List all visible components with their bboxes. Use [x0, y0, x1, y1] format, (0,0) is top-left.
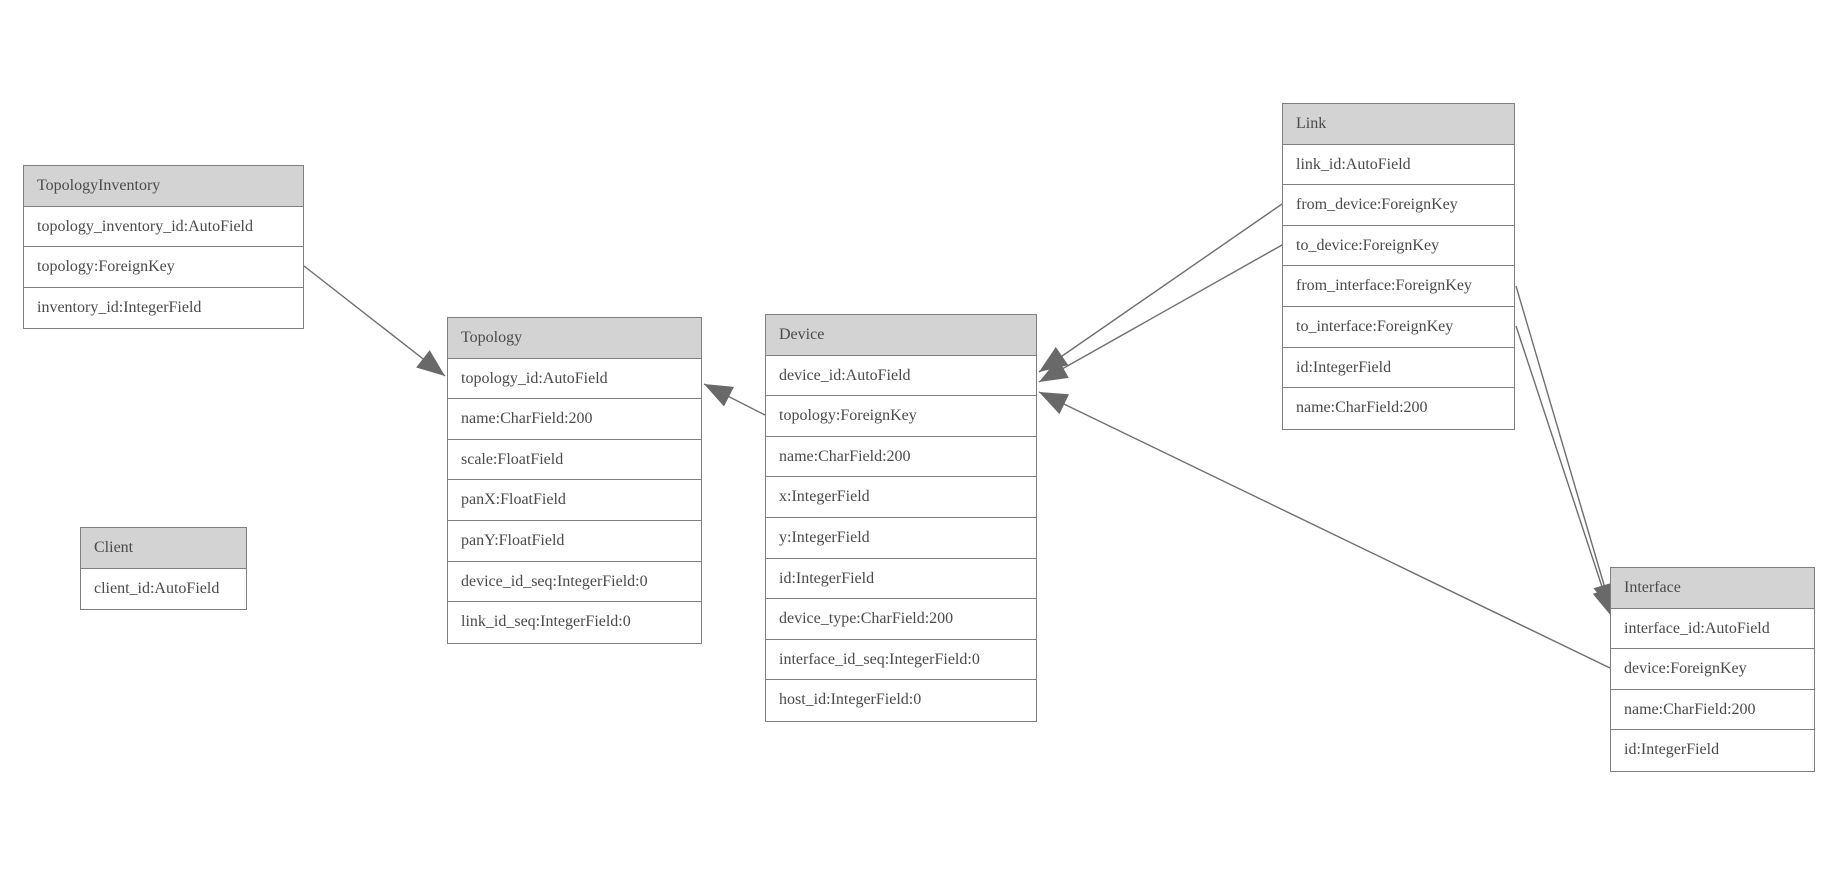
relationship-arrow-link-to_interface-to-interface-interface_id [1515, 325, 1614, 618]
entity-field-topologyinventory-topology_inventory_id: topology_inventory_id:AutoField [24, 206, 303, 248]
entity-field-topology-device_id_seq: device_id_seq:IntegerField:0 [448, 561, 701, 603]
entity-title-topologyinventory: TopologyInventory [24, 166, 303, 207]
relationship-arrow-link-from_device-to-device-device_id [1038, 203, 1283, 373]
entity-field-topologyinventory-topology: topology:ForeignKey [24, 247, 303, 288]
entity-field-device-y: y:IntegerField [766, 517, 1036, 559]
entity-title-client: Client [81, 528, 246, 569]
entity-field-interface-name: name:CharField:200 [1611, 689, 1814, 731]
entity-field-topology-scale: scale:FloatField [448, 439, 701, 481]
entity-field-device-host_id: host_id:IntegerField:0 [766, 680, 1036, 721]
entity-field-link-id: id:IntegerField [1283, 347, 1514, 389]
entity-field-device-name: name:CharField:200 [766, 436, 1036, 478]
entity-field-device-interface_id_seq: interface_id_seq:IntegerField:0 [766, 639, 1036, 681]
relationship-arrow-interface-device-to-device-device_id [1038, 391, 1611, 669]
entity-field-interface-interface_id: interface_id:AutoField [1611, 608, 1814, 650]
relationship-arrow-link-from_interface-to-interface-interface_id [1515, 285, 1615, 613]
entity-field-link-name: name:CharField:200 [1283, 388, 1514, 429]
entity-field-device-device_type: device_type:CharField:200 [766, 599, 1036, 640]
entity-field-device-x: x:IntegerField [766, 477, 1036, 518]
entity-field-device-id: id:IntegerField [766, 558, 1036, 600]
entity-title-topology: Topology [448, 318, 701, 359]
relationship-arrow-device-topology-to-topology-topology_id [703, 383, 766, 416]
entity-field-link-to_device: to_device:ForeignKey [1283, 225, 1514, 267]
entity-field-link-to_interface: to_interface:ForeignKey [1283, 306, 1514, 348]
entity-field-topologyinventory-inventory_id: inventory_id:IntegerField [24, 287, 303, 329]
entity-field-device-device_id: device_id:AutoField [766, 355, 1036, 397]
relationship-arrow-topologyinventory-topology-to-topology-topology_id [303, 265, 446, 377]
entity-field-interface-device: device:ForeignKey [1611, 649, 1814, 690]
entity-field-interface-id: id:IntegerField [1611, 730, 1814, 771]
entity-field-topology-name: name:CharField:200 [448, 399, 701, 440]
entity-field-topology-panY: panY:FloatField [448, 520, 701, 562]
entity-field-client-client_id: client_id:AutoField [81, 568, 246, 610]
entity-field-topology-link_id_seq: link_id_seq:IntegerField:0 [448, 602, 701, 643]
entity-title-interface: Interface [1611, 568, 1814, 609]
entity-field-link-from_device: from_device:ForeignKey [1283, 185, 1514, 226]
entity-field-link-from_interface: from_interface:ForeignKey [1283, 266, 1514, 307]
entity-field-topology-topology_id: topology_id:AutoField [448, 358, 701, 400]
entity-title-device: Device [766, 315, 1036, 356]
entity-field-link-link_id: link_id:AutoField [1283, 144, 1514, 186]
entity-title-link: Link [1283, 104, 1514, 145]
entity-field-device-topology: topology:ForeignKey [766, 396, 1036, 437]
relationship-arrow-link-to_device-to-device-device_id [1038, 244, 1283, 383]
entity-field-topology-panX: panX:FloatField [448, 480, 701, 521]
